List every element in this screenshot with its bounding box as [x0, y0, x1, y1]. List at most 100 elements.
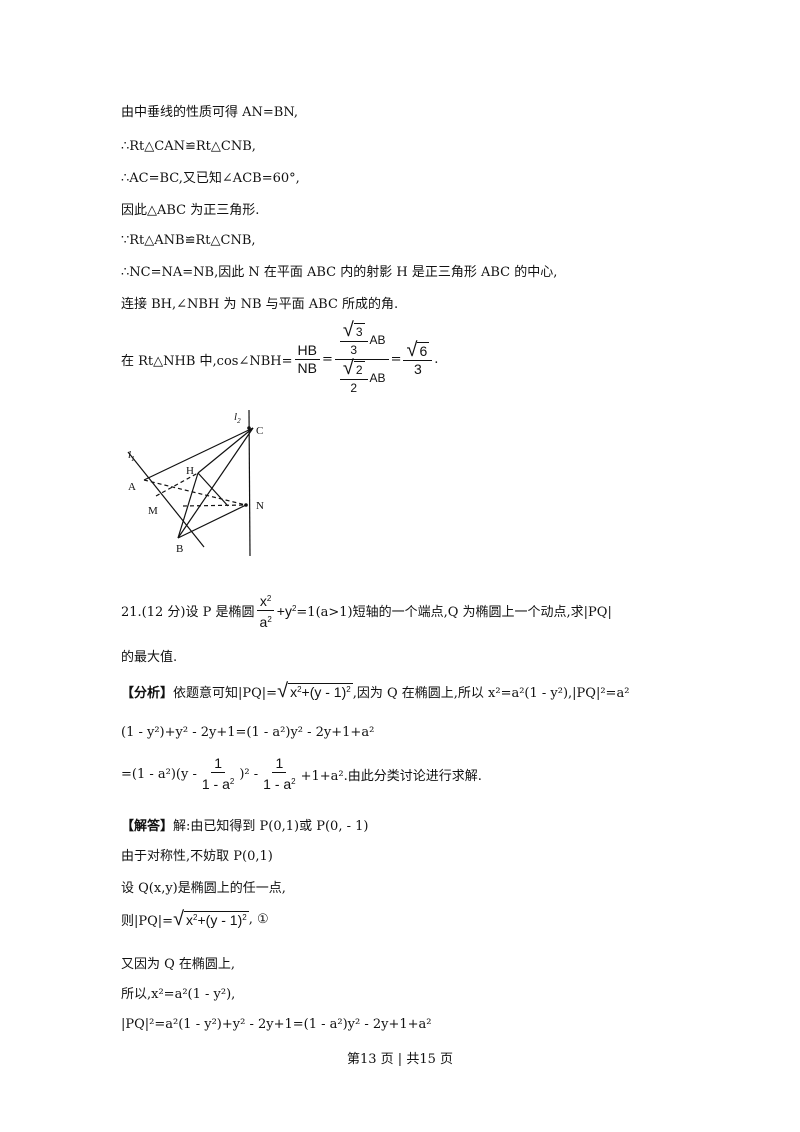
text-line: |PQ|²=a²(1 - y²)+y² - 2y+1=(1 - a²)y² - … [121, 1017, 432, 1032]
segment-bc [177, 427, 254, 539]
analysis-text: +1+a².由此分类讨论进行求解. [300, 768, 482, 784]
point-n [244, 503, 248, 507]
exp: 2 [297, 685, 302, 694]
analysis-text: ,因为 Q 在椭圆上,所以 x²=a²(1 - y²),|PQ|²=a² [352, 686, 630, 701]
segment-mn [182, 504, 247, 507]
exp: 2 [229, 777, 235, 786]
solution-text: 则|PQ|= [121, 914, 174, 929]
exp: 2 [242, 913, 247, 922]
text-line: ∴NC=NA=NB,因此 N 在平面 ABC 内的射影 H 是正三角形 ABC … [121, 265, 558, 280]
analysis-text: =(1 - a²)(y - [121, 766, 197, 782]
rad-part: x [186, 912, 194, 928]
analysis-text: )² - [239, 766, 259, 782]
label-m: M [148, 505, 158, 517]
sqrt-value: 6 [417, 341, 430, 359]
sqrt-expression: √x2+(y - 1)2 [173, 908, 249, 930]
frac-num: x [259, 593, 267, 609]
analysis-tag: 【分析】 [121, 686, 174, 701]
inner-fraction: √3 3 [339, 320, 368, 359]
label-l1-sub: 1 [131, 455, 135, 463]
segment-hc [197, 427, 254, 474]
label-h: H [186, 465, 194, 477]
cos-prefix: 在 Rt△NHB 中,cos∠NBH= [121, 354, 293, 369]
fraction-compound: √3 3 AB √2 2 AB [334, 320, 389, 397]
segment-an [143, 479, 247, 506]
label-l1: l [128, 449, 131, 461]
frac-den: 1 - a [201, 776, 230, 792]
point-c [247, 426, 251, 430]
equals-sign: = [390, 352, 402, 367]
solution-text: , ① [248, 912, 269, 927]
exp: 2 [291, 777, 296, 786]
label-n: N [256, 500, 264, 512]
exp: 2 [193, 913, 198, 922]
sqrt-value: 2 [353, 361, 365, 377]
period: . [434, 352, 439, 367]
rad-part: +(y - 1) [301, 684, 347, 700]
ellipse-fraction: x2 a2 [256, 590, 275, 631]
exp: 2 [267, 615, 272, 624]
text-line: 由于对称性,不妨取 P(0,1) [121, 849, 273, 864]
segment-mh [155, 472, 199, 497]
sqrt-expression: √x2+(y - 1)2 [277, 680, 353, 702]
segment-ac [143, 427, 254, 481]
text-line: 由中垂线的性质可得 AN=BN, [121, 105, 299, 120]
fraction-denominator: 3 [413, 360, 422, 377]
fraction: 1 1 - a2 [199, 755, 237, 793]
fraction-result: √6 3 [403, 340, 433, 377]
svg-text:l1: l1 [128, 449, 135, 463]
text-line: ∴Rt△CAN≌Rt△CNB, [121, 139, 256, 154]
fraction-numerator: HB [294, 342, 320, 360]
equals-sign: = [321, 352, 333, 367]
q21-prefix: 21.(12 分)设 P 是椭圆 [121, 605, 255, 620]
frac-num: 1 [211, 755, 225, 773]
text-line: 所以,x²=a²(1 - y²), [121, 987, 236, 1002]
label-l2-sub: 2 [237, 417, 241, 425]
label-c: C [256, 425, 263, 437]
text-line: 因此△ABC 为正三角形. [121, 203, 260, 218]
solution-line-4: 则|PQ|= √x2+(y - 1)2 , ① [121, 908, 269, 931]
fraction-hb-nb: HB NB [294, 342, 320, 377]
segment-hn-part [197, 472, 229, 507]
rad-part: +(y - 1) [197, 912, 243, 928]
text-line: (1 - y²)+y² - 2y+1=(1 - a²)y² - 2y+1+a² [121, 725, 375, 740]
fraction-denominator: NB [297, 360, 317, 376]
text-line: 设 Q(x,y)是椭圆上的任一点, [121, 881, 286, 896]
exp: 2 [291, 603, 297, 613]
solution-line-1: 【解答】解:由已知得到 P(0,1)或 P(0, - 1) [121, 818, 368, 836]
geometry-figure: l2 l1 C H A M N B [127, 409, 264, 557]
cos-formula-line: 在 Rt△NHB 中,cos∠NBH= HB NB = √3 3 AB √2 2… [121, 320, 439, 397]
label-l2: l [234, 411, 237, 423]
svg-text:l2: l2 [234, 411, 241, 425]
text-line: 的最大值. [121, 650, 178, 665]
text-line: ∵Rt△ANB≌Rt△CNB, [121, 233, 256, 248]
analysis-text: 依题意可知|PQ|= [173, 686, 278, 701]
compound-numerator: √3 3 AB [334, 320, 389, 360]
text-line: ∴AC=BC,又已知∠ACB=60°, [121, 171, 300, 186]
frac-den: a [259, 614, 268, 630]
text-line: 又因为 Q 在椭圆上, [121, 957, 236, 972]
ab-label: AB [369, 333, 386, 347]
solution-text: 解:由已知得到 P(0,1)或 P(0, - 1) [173, 819, 369, 834]
inner-denominator: 3 [350, 343, 358, 357]
ab-label: AB [369, 371, 386, 385]
question-21: 21.(12 分)设 P 是椭圆 x2 a2 +y2 =1(a>1)短轴的一个端… [121, 590, 612, 631]
plus-y: +y [276, 602, 292, 619]
page-footer: 第13 页 | 共15 页 [347, 1052, 453, 1067]
fraction: 1 1 - a2 [260, 755, 298, 793]
sqrt-value: 3 [353, 323, 365, 339]
analysis-line-3: =(1 - a²)(y - 1 1 - a2 )² - 1 1 - a2 +1+… [121, 755, 482, 793]
label-a: A [128, 481, 136, 493]
rad-part: x [290, 684, 298, 700]
exp: 2 [346, 685, 351, 694]
inner-fraction: √2 2 [339, 358, 368, 397]
segment-bh [177, 472, 199, 539]
compound-denominator: √2 2 AB [335, 358, 389, 397]
solution-tag: 【解答】 [121, 819, 174, 834]
text-line: 连接 BH,∠NBH 为 NB 与平面 ABC 所成的角. [121, 297, 399, 312]
frac-den: 1 - a [263, 776, 292, 792]
q21-suffix: =1(a>1)短轴的一个端点,Q 为椭圆上一个动点,求|PQ| [296, 605, 612, 620]
segment-bn [177, 504, 247, 539]
label-b: B [176, 543, 183, 555]
analysis-line-1: 【分析】 依题意可知|PQ|= √x2+(y - 1)2 ,因为 Q 在椭圆上,… [121, 680, 629, 703]
